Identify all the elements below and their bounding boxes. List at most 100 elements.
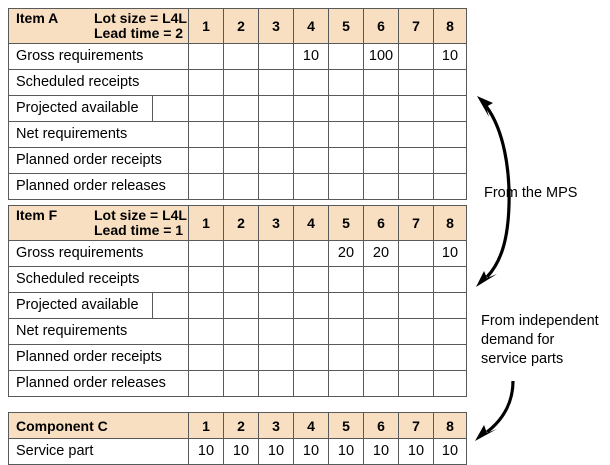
- cell-planned-order-releases-p5[interactable]: [328, 173, 364, 200]
- cell-net-requirements-p7[interactable]: [398, 121, 434, 148]
- cell-service-part-p6[interactable]: 10: [363, 438, 399, 465]
- cell-service-part-p4[interactable]: 10: [293, 438, 329, 465]
- cell-projected-available-p3[interactable]: [258, 292, 294, 319]
- cell-net-requirements-p7[interactable]: [398, 318, 434, 345]
- cell-planned-order-receipts-p2[interactable]: [223, 344, 259, 371]
- cell-planned-order-releases-p3[interactable]: [258, 370, 294, 397]
- cell-planned-order-releases-p8[interactable]: [433, 173, 467, 200]
- cell-planned-order-releases-p4[interactable]: [293, 370, 329, 397]
- cell-projected-available-p4[interactable]: [293, 292, 329, 319]
- cell-gross-requirements-p7[interactable]: [398, 240, 434, 267]
- cell-gross-requirements-p7[interactable]: [398, 43, 434, 70]
- cell-planned-order-receipts-p5[interactable]: [328, 344, 364, 371]
- cell-gross-requirements-p4[interactable]: [293, 240, 329, 267]
- cell-projected-available-p6[interactable]: [363, 95, 399, 122]
- cell-scheduled-receipts-p2[interactable]: [223, 266, 259, 293]
- cell-gross-requirements-p5[interactable]: 20: [328, 240, 364, 267]
- cell-planned-order-receipts-p7[interactable]: [398, 147, 434, 174]
- cell-planned-order-receipts-p1[interactable]: [188, 344, 224, 371]
- cell-planned-order-releases-p7[interactable]: [398, 370, 434, 397]
- cell-gross-requirements-p3[interactable]: [258, 240, 294, 267]
- cell-planned-order-releases-p6[interactable]: [363, 370, 399, 397]
- cell-projected-available-p1[interactable]: [188, 95, 224, 122]
- cell-planned-order-receipts-p5[interactable]: [328, 147, 364, 174]
- cell-gross-requirements-p5[interactable]: [328, 43, 364, 70]
- cell-scheduled-receipts-p3[interactable]: [258, 69, 294, 96]
- cell-planned-order-releases-p1[interactable]: [188, 370, 224, 397]
- cell-gross-requirements-p4[interactable]: 10: [293, 43, 329, 70]
- cell-scheduled-receipts-p6[interactable]: [363, 266, 399, 293]
- cell-gross-requirements-p8[interactable]: 10: [433, 43, 467, 70]
- cell-planned-order-receipts-p6[interactable]: [363, 344, 399, 371]
- cell-gross-requirements-p3[interactable]: [258, 43, 294, 70]
- cell-gross-requirements-p2[interactable]: [223, 240, 259, 267]
- cell-projected-available-p7[interactable]: [398, 95, 434, 122]
- cell-net-requirements-p4[interactable]: [293, 121, 329, 148]
- cell-gross-requirements-p1[interactable]: [188, 43, 224, 70]
- cell-net-requirements-p1[interactable]: [188, 318, 224, 345]
- cell-planned-order-receipts-p3[interactable]: [258, 147, 294, 174]
- cell-net-requirements-p5[interactable]: [328, 318, 364, 345]
- cell-gross-requirements-p6[interactable]: 20: [363, 240, 399, 267]
- cell-projected-available-p8[interactable]: [433, 292, 467, 319]
- cell-scheduled-receipts-p1[interactable]: [188, 266, 224, 293]
- cell-planned-order-receipts-p8[interactable]: [433, 147, 467, 174]
- cell-planned-order-receipts-p3[interactable]: [258, 344, 294, 371]
- cell-planned-order-releases-p2[interactable]: [223, 370, 259, 397]
- cell-net-requirements-p1[interactable]: [188, 121, 224, 148]
- cell-projected-available-p6[interactable]: [363, 292, 399, 319]
- cell-planned-order-releases-p2[interactable]: [223, 173, 259, 200]
- cell-gross-requirements-p2[interactable]: [223, 43, 259, 70]
- cell-net-requirements-p8[interactable]: [433, 318, 467, 345]
- cell-planned-order-releases-p7[interactable]: [398, 173, 434, 200]
- cell-planned-order-receipts-p7[interactable]: [398, 344, 434, 371]
- cell-planned-order-releases-p5[interactable]: [328, 370, 364, 397]
- cell-projected-available-p4[interactable]: [293, 95, 329, 122]
- cell-scheduled-receipts-p8[interactable]: [433, 69, 467, 96]
- cell-net-requirements-p8[interactable]: [433, 121, 467, 148]
- cell-net-requirements-p2[interactable]: [223, 318, 259, 345]
- cell-planned-order-receipts-p2[interactable]: [223, 147, 259, 174]
- cell-projected-available-p2[interactable]: [223, 292, 259, 319]
- cell-service-part-p1[interactable]: 10: [188, 438, 224, 465]
- cell-scheduled-receipts-p3[interactable]: [258, 266, 294, 293]
- cell-net-requirements-p6[interactable]: [363, 121, 399, 148]
- cell-planned-order-receipts-p1[interactable]: [188, 147, 224, 174]
- cell-projected-available-p8[interactable]: [433, 95, 467, 122]
- cell-scheduled-receipts-p4[interactable]: [293, 69, 329, 96]
- cell-planned-order-releases-p3[interactable]: [258, 173, 294, 200]
- cell-service-part-p8[interactable]: 10: [433, 438, 467, 465]
- cell-planned-order-receipts-p4[interactable]: [293, 344, 329, 371]
- cell-scheduled-receipts-p7[interactable]: [398, 69, 434, 96]
- cell-projected-available-p3[interactable]: [258, 95, 294, 122]
- cell-scheduled-receipts-p6[interactable]: [363, 69, 399, 96]
- cell-projected-available-p5[interactable]: [328, 95, 364, 122]
- cell-projected-available-p7[interactable]: [398, 292, 434, 319]
- cell-gross-requirements-p1[interactable]: [188, 240, 224, 267]
- cell-scheduled-receipts-p5[interactable]: [328, 69, 364, 96]
- cell-scheduled-receipts-p8[interactable]: [433, 266, 467, 293]
- cell-service-part-p2[interactable]: 10: [223, 438, 259, 465]
- cell-planned-order-receipts-p8[interactable]: [433, 344, 467, 371]
- cell-planned-order-releases-p6[interactable]: [363, 173, 399, 200]
- cell-scheduled-receipts-p4[interactable]: [293, 266, 329, 293]
- cell-net-requirements-p2[interactable]: [223, 121, 259, 148]
- cell-gross-requirements-p6[interactable]: 100: [363, 43, 399, 70]
- cell-planned-order-releases-p8[interactable]: [433, 370, 467, 397]
- cell-scheduled-receipts-p7[interactable]: [398, 266, 434, 293]
- cell-planned-order-receipts-p4[interactable]: [293, 147, 329, 174]
- cell-net-requirements-p6[interactable]: [363, 318, 399, 345]
- cell-projected-available-p1[interactable]: [188, 292, 224, 319]
- cell-service-part-p5[interactable]: 10: [328, 438, 364, 465]
- cell-service-part-p3[interactable]: 10: [258, 438, 294, 465]
- cell-net-requirements-p4[interactable]: [293, 318, 329, 345]
- cell-gross-requirements-p8[interactable]: 10: [433, 240, 467, 267]
- cell-net-requirements-p3[interactable]: [258, 318, 294, 345]
- cell-net-requirements-p3[interactable]: [258, 121, 294, 148]
- cell-projected-available-p5[interactable]: [328, 292, 364, 319]
- cell-projected-available-p2[interactable]: [223, 95, 259, 122]
- cell-planned-order-releases-p1[interactable]: [188, 173, 224, 200]
- cell-net-requirements-p5[interactable]: [328, 121, 364, 148]
- cell-planned-order-receipts-p6[interactable]: [363, 147, 399, 174]
- cell-planned-order-releases-p4[interactable]: [293, 173, 329, 200]
